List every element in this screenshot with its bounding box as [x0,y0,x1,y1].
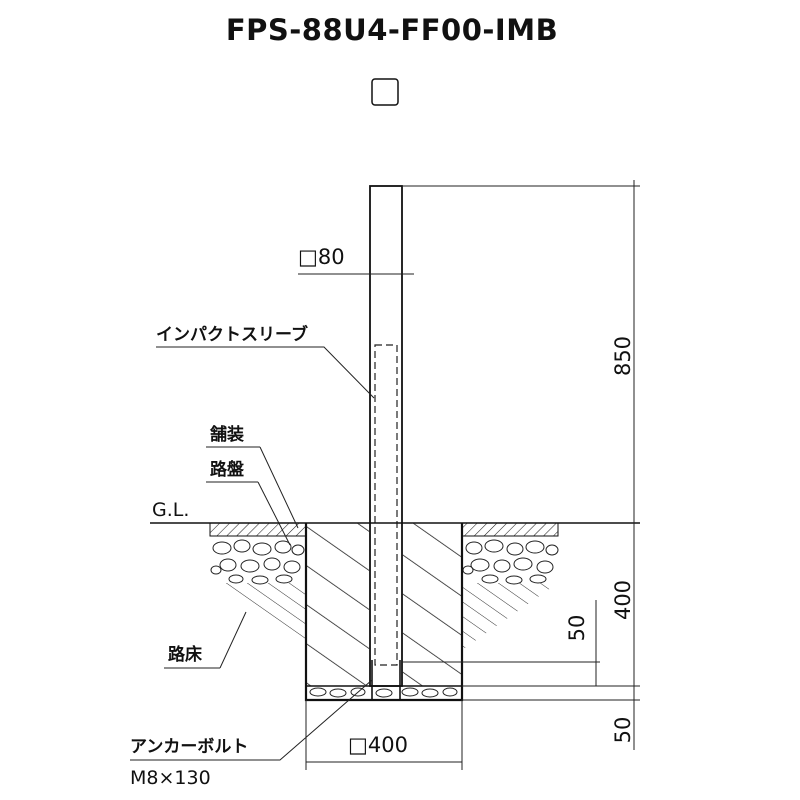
roadbed-leader [257,481,291,546]
subgrade-soil-left [210,583,306,650]
impact-sleeve-label: インパクトスリーブ [156,324,308,345]
pavement-layer-right [461,522,559,537]
top-view-square-symbol [371,78,399,106]
anchor-bolt-leader [130,679,373,761]
pavement-layer-left [209,522,307,537]
impact-sleeve-leader [156,346,375,399]
dimension-label-50-base: 50 [611,717,635,744]
subgrade-label: 路床 [168,644,203,665]
dimension-label-50-embed: 50 [565,615,589,642]
concrete-foundation-left [306,523,370,686]
post-size-label: □80 [298,245,345,269]
roadbed-gravel-right [462,539,559,585]
impact-sleeve-outline [374,344,398,666]
pavement-leader [259,446,299,529]
anchor-bolt-spec: M8×130 [130,767,211,789]
anchor-bolt-label: アンカーボルト [130,737,248,757]
roadbed-label: 路盤 [210,459,245,480]
base-gravel-layer [309,687,458,698]
subgrade-leader [219,611,247,669]
subgrade-soil-right [462,583,558,650]
foundation-outline [304,523,464,702]
concrete-foundation-right [402,523,462,686]
dimension-label-400: 400 [611,580,635,620]
dimension-label-850: 850 [611,336,635,376]
pavement-label: 舗装 [209,424,244,445]
ground-level-label: G.L. [152,499,189,521]
model-title: FPS-88U4-FF00-IMB [226,13,558,47]
roadbed-gravel-left [210,539,305,585]
foundation-width-label: □400 [348,733,408,757]
